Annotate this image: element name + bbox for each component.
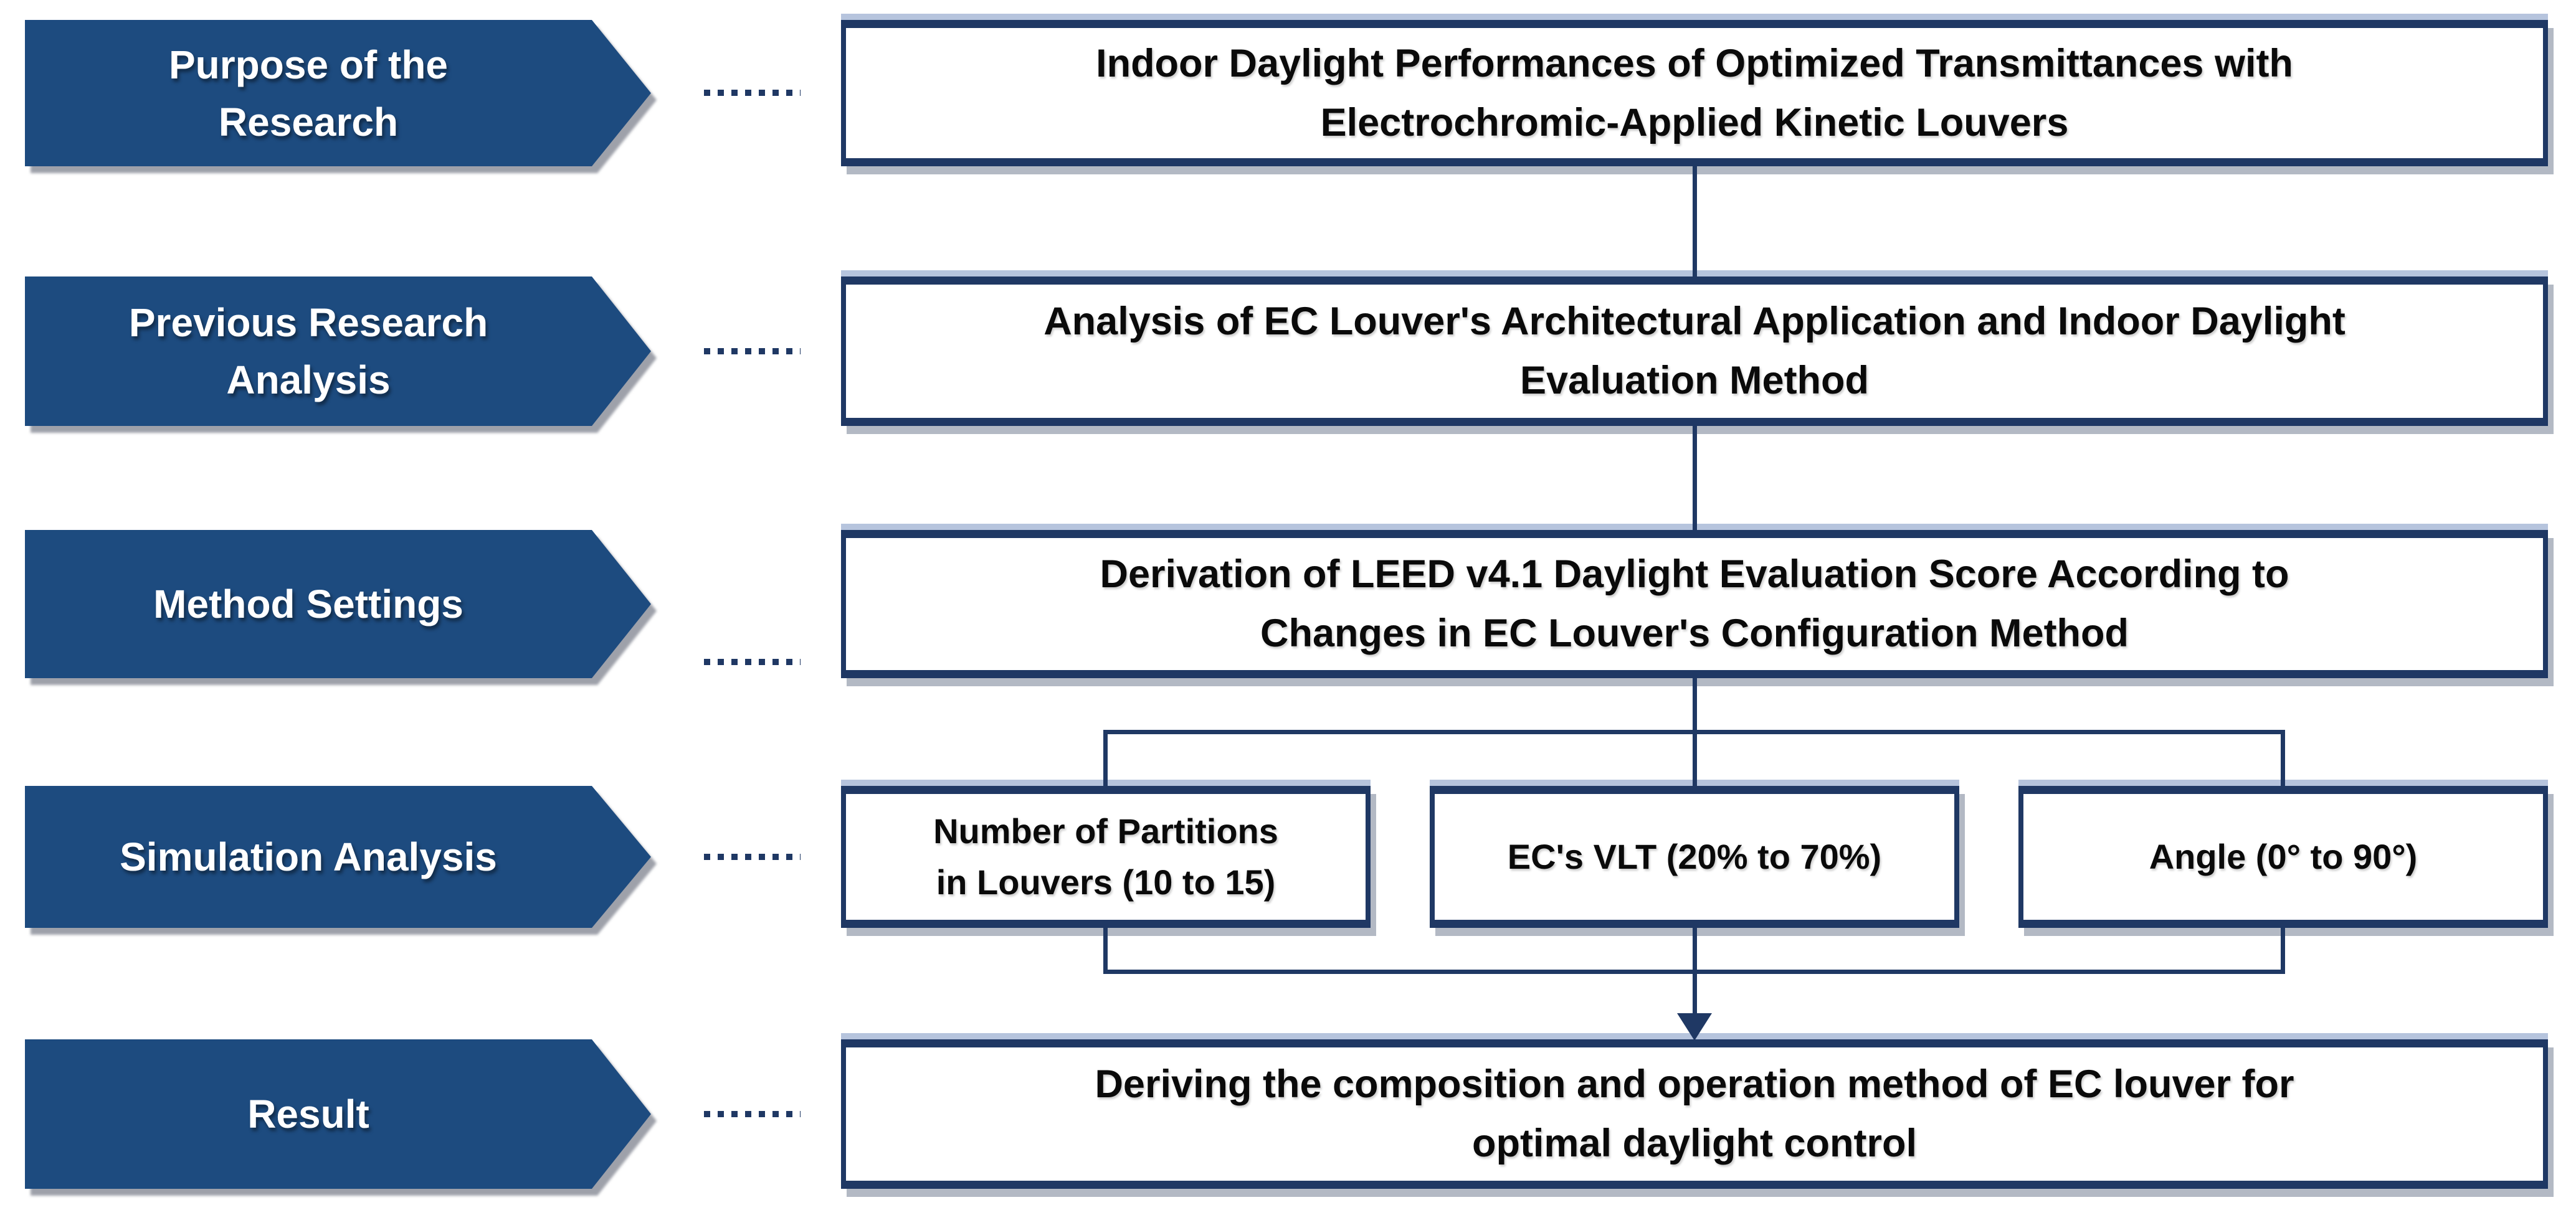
stage-label-line: Simulation Analysis (120, 834, 497, 879)
merge-rise-center (1693, 928, 1697, 970)
merge-line-bottom (1103, 970, 2285, 974)
box-number-of-partitions: Number of Partitions in Louvers (10 to 1… (841, 786, 1371, 928)
stage-label-line: Research (218, 99, 399, 144)
box-text-line: Analysis of EC Louver's Architectural Ap… (1043, 300, 2345, 343)
stage-label-line: Analysis (226, 357, 391, 402)
box-text-line: Deriving the composition and operation m… (1095, 1062, 2294, 1106)
box-text-line: Electrochromic-Applied Kinetic Louvers (1320, 100, 2069, 144)
box-text-line: Number of Partitions (933, 811, 1278, 851)
box-text-line: Evaluation Method (1519, 359, 1870, 402)
stage-arrow-simulation-analysis-shape: Simulation Analysis (25, 786, 651, 928)
dotted-leader-previous-research (704, 348, 801, 354)
stage-arrow-purpose-shape: Purpose of the Research (25, 20, 651, 166)
box-purpose: Indoor Daylight Performances of Optimize… (841, 20, 2548, 166)
box-text-line: Indoor Daylight Performances of Optimize… (1096, 41, 2293, 85)
box-text-line: Changes in EC Louver's Configuration Met… (1260, 612, 2129, 655)
box-ec-vlt: EC's VLT (20% to 70%) (1430, 786, 1959, 928)
down-arrowhead-icon (1677, 1013, 1712, 1041)
box-angle: Angle (0° to 90°) (2018, 786, 2548, 928)
box-result: Deriving the composition and operation m… (841, 1039, 2548, 1189)
stage-label-line: Method Settings (153, 582, 463, 626)
connector-method-to-branch (1693, 678, 1697, 730)
stage-arrow-previous-research: Previous Research Analysis (25, 276, 651, 426)
dotted-leader-purpose (704, 90, 801, 96)
branch-drop-center (1693, 734, 1697, 786)
stage-arrow-result-shape: Result (25, 1039, 651, 1189)
box-text-line: Angle (0° to 90°) (2149, 837, 2418, 876)
stage-arrow-method-settings-shape: Method Settings (25, 530, 651, 678)
stage-arrow-previous-research-shape: Previous Research Analysis (25, 276, 651, 426)
merge-rise-left (1103, 928, 1108, 970)
box-text-line: EC's VLT (20% to 70%) (1507, 837, 1882, 876)
branch-drop-left (1103, 734, 1108, 786)
connector-purpose-to-previous (1693, 166, 1697, 276)
dotted-leader-result (704, 1111, 801, 1117)
box-method-settings: Derivation of LEED v4.1 Daylight Evaluat… (841, 530, 2548, 678)
box-text-line: Derivation of LEED v4.1 Daylight Evaluat… (1100, 552, 2289, 596)
connector-to-result (1693, 974, 1697, 1015)
stage-arrow-method-settings: Method Settings (25, 530, 651, 678)
branch-drop-right (2281, 734, 2285, 786)
branch-line-top (1103, 730, 2285, 734)
stage-arrow-simulation-analysis: Simulation Analysis (25, 786, 651, 928)
box-previous-research: Analysis of EC Louver's Architectural Ap… (841, 276, 2548, 426)
stage-arrow-purpose: Purpose of the Research (25, 20, 651, 166)
connector-previous-to-method (1693, 426, 1697, 530)
box-text-line: in Louvers (10 to 15) (936, 862, 1276, 902)
merge-rise-right (2281, 928, 2285, 970)
stage-label-line: Previous Research (128, 300, 488, 345)
stage-label-line: Purpose of the (168, 42, 449, 87)
dotted-leader-method-settings (704, 659, 801, 665)
stage-label-line: Result (247, 1092, 369, 1136)
dotted-leader-simulation-analysis (704, 854, 801, 860)
stage-arrow-result: Result (25, 1039, 651, 1189)
box-text-line: optimal daylight control (1471, 1122, 1917, 1165)
